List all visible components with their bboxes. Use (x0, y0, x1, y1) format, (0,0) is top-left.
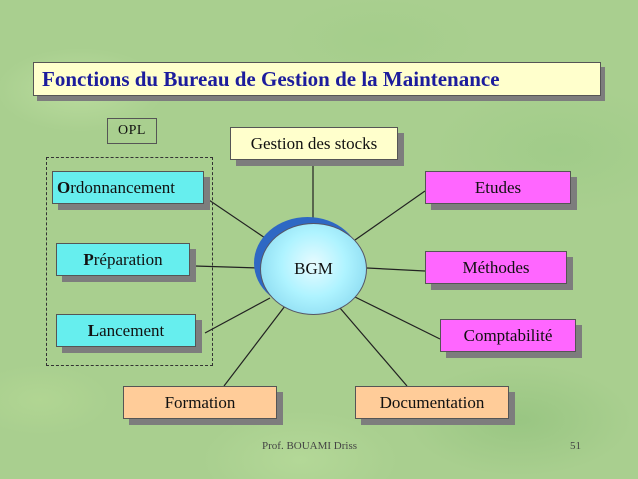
node-comptabilite: Comptabilité (440, 319, 576, 352)
ordonnancement-initial: O (57, 177, 71, 197)
slide-title: Fonctions du Bureau de Gestion de la Mai… (33, 62, 601, 96)
opl-label: OPL (107, 118, 157, 144)
connector-lancement (204, 297, 271, 334)
node-etudes: Etudes (425, 171, 571, 204)
node-gestion-des-stocks: Gestion des stocks (230, 127, 398, 160)
footer-author: Prof. BOUAMI Driss (262, 440, 358, 452)
connector-etudes (354, 190, 426, 241)
node-documentation: Documentation (355, 386, 509, 419)
connector-preparation (194, 265, 261, 269)
opl-group-frame (46, 157, 213, 366)
ordonnancement-rest: rdonnancement (70, 177, 176, 197)
node-formation: Formation (123, 386, 277, 419)
node-methodes: Méthodes (425, 251, 567, 284)
connector-formation (223, 305, 286, 387)
connector-ordonnancement (202, 195, 269, 241)
preparation-rest: réparation (93, 249, 163, 269)
center-node-bgm: BGM (260, 223, 367, 315)
connector-documentation (339, 307, 408, 387)
footer-page-number: 51 (570, 440, 581, 452)
preparation-initial: P (83, 249, 94, 269)
lancement-initial: L (87, 320, 100, 340)
lancement-rest: ancement (99, 320, 165, 340)
connector-comptabilite (354, 296, 441, 340)
connector-methodes (366, 267, 426, 272)
